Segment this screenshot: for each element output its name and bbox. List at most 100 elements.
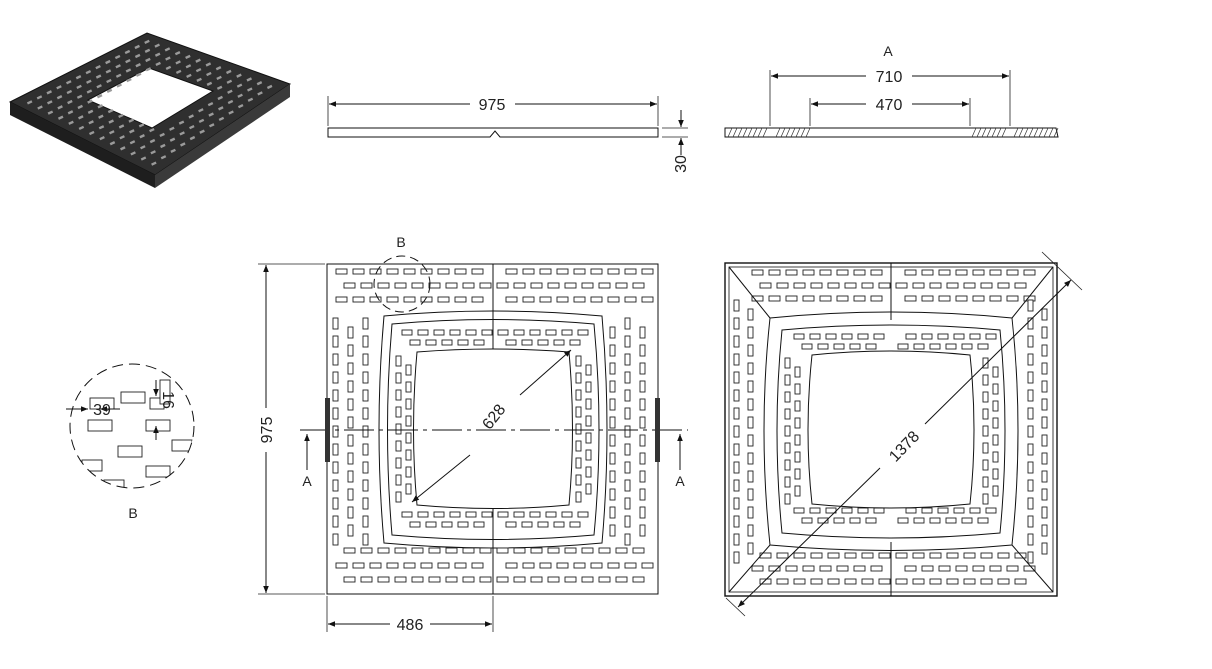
slot — [505, 339, 517, 346]
slot — [945, 517, 957, 524]
slot — [969, 333, 981, 340]
slot — [433, 511, 445, 518]
iso-slot — [140, 145, 146, 150]
slot — [360, 547, 373, 554]
slot — [639, 362, 646, 375]
slot — [929, 552, 942, 559]
slot — [982, 459, 989, 471]
isometric-slot-pattern — [26, 39, 273, 166]
slot — [784, 374, 791, 386]
iso-slot — [68, 120, 74, 125]
slot — [861, 552, 874, 559]
hatch-line — [996, 127, 1002, 138]
slot — [836, 295, 849, 302]
iso-slot — [118, 113, 124, 118]
slot — [585, 449, 592, 461]
slot — [802, 295, 815, 302]
slot — [598, 282, 611, 289]
slot — [362, 353, 369, 366]
slot — [733, 407, 740, 420]
slot — [929, 578, 942, 585]
slot — [929, 343, 941, 350]
slot — [522, 562, 535, 569]
iso-slot — [185, 64, 192, 69]
cut-label-left: A — [302, 473, 312, 489]
slot — [1027, 443, 1034, 456]
slot — [785, 565, 798, 572]
slot — [332, 533, 339, 546]
slot — [1027, 353, 1034, 366]
detail-slot — [81, 459, 103, 472]
slot — [1041, 398, 1048, 411]
slot — [332, 461, 339, 474]
iso-slot — [120, 146, 126, 151]
iso-slot — [76, 84, 82, 90]
slot — [454, 296, 467, 303]
slot — [992, 434, 999, 446]
slot — [639, 398, 646, 411]
iso-slot — [227, 89, 233, 94]
slot — [1041, 344, 1048, 357]
iso-slot — [154, 43, 160, 48]
slot — [982, 357, 989, 369]
slot — [784, 425, 791, 437]
slot — [615, 576, 628, 583]
slot — [624, 317, 631, 330]
slot — [938, 565, 951, 572]
detail-slot-pattern — [81, 379, 193, 488]
slot — [861, 578, 874, 585]
slot — [362, 425, 369, 438]
slot — [609, 506, 616, 519]
slot — [819, 565, 832, 572]
iso-slot — [78, 115, 84, 120]
slot — [465, 511, 477, 518]
slot — [575, 423, 582, 435]
slot — [992, 417, 999, 429]
iso-slot — [118, 124, 125, 129]
slot — [624, 497, 631, 510]
slot — [632, 547, 645, 554]
slot — [395, 423, 402, 435]
slot — [590, 562, 603, 569]
slot — [992, 468, 999, 480]
slot — [985, 333, 997, 340]
slot — [513, 547, 526, 554]
slot — [496, 547, 509, 554]
iso-slot — [236, 83, 243, 88]
slot — [624, 296, 637, 303]
slot — [1041, 506, 1048, 519]
hatch-line — [1013, 127, 1019, 138]
slot — [553, 521, 565, 528]
slot — [992, 451, 999, 463]
slot — [1023, 565, 1036, 572]
iso-slot — [129, 140, 136, 145]
slot — [836, 565, 849, 572]
iso-slot — [78, 125, 85, 131]
slot — [343, 282, 356, 289]
slot — [575, 389, 582, 401]
slot — [471, 296, 484, 303]
slot — [992, 485, 999, 497]
slot — [437, 562, 450, 569]
slot — [529, 511, 541, 518]
iso-slot — [144, 48, 151, 53]
slot — [362, 335, 369, 348]
slot — [733, 299, 740, 312]
slot — [982, 476, 989, 488]
hatch-line — [971, 127, 977, 138]
slot — [793, 282, 806, 289]
slot — [624, 562, 637, 569]
iso-slot — [206, 71, 212, 77]
slot — [1027, 299, 1034, 312]
slot — [1027, 461, 1034, 474]
slot — [539, 562, 552, 569]
slot — [853, 269, 866, 276]
slot — [505, 296, 518, 303]
slot — [921, 269, 934, 276]
cut-label-right: A — [675, 473, 685, 489]
slot — [369, 268, 382, 275]
slot — [607, 296, 620, 303]
slot — [989, 565, 1002, 572]
hatch-line — [790, 127, 796, 138]
hatch-line — [742, 127, 748, 138]
